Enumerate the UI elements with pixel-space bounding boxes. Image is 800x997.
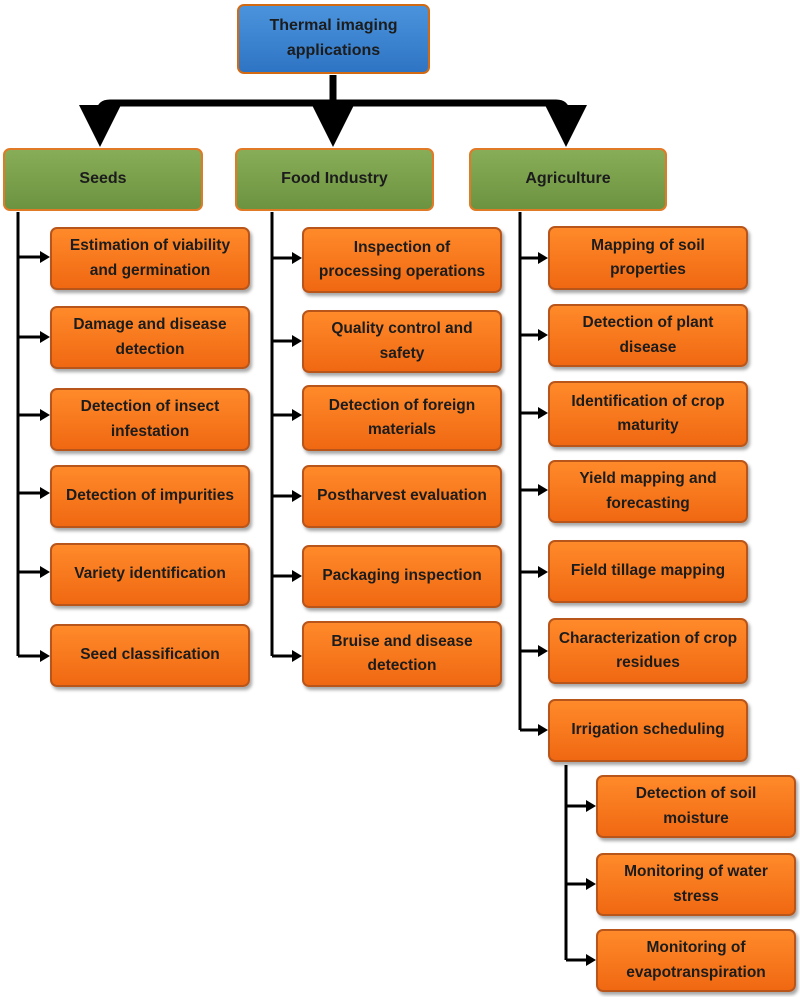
seeds-item-label: Seed classification	[80, 646, 220, 664]
irrigation-subitem-label: Monitoring of evapotranspiration	[626, 939, 766, 981]
irrigation-arrow-head	[586, 878, 596, 890]
food-item: Detection of foreign materials	[302, 385, 502, 451]
irrigation-subitem: Monitoring of evapotranspiration	[596, 929, 796, 992]
category-agriculture: Agriculture	[469, 148, 667, 211]
agriculture-item-label: Yield mapping and forecasting	[579, 470, 717, 512]
food-arrow-head	[292, 490, 302, 502]
food-item: Quality control and safety	[302, 310, 502, 373]
category-food-industry-label: Food Industry	[281, 170, 388, 188]
agriculture-item-label: Irrigation scheduling	[571, 721, 725, 739]
agriculture-arrow-head	[538, 252, 548, 264]
seeds-item-label: Damage and disease detection	[73, 316, 227, 358]
irrigation-subitem: Detection of soil moisture	[596, 775, 796, 838]
category-food-industry: Food Industry	[235, 148, 434, 211]
seeds-item-label: Detection of insect infestation	[80, 398, 220, 440]
food-item-label: Bruise and disease detection	[331, 632, 473, 674]
agriculture-arrow-head	[538, 645, 548, 657]
agriculture-item: Yield mapping and forecasting	[548, 460, 748, 523]
food-item: Inspection of processing operations	[302, 227, 502, 293]
food-item-label: Inspection of processing operations	[318, 238, 486, 280]
agriculture-item-label: Mapping of soil properties	[591, 236, 705, 278]
agriculture-item: Characterization of crop residues	[548, 618, 748, 684]
food-item: Packaging inspection	[302, 545, 502, 608]
seeds-arrow-head	[40, 251, 50, 263]
seeds-item-label: Variety identification	[74, 565, 226, 583]
agriculture-item-label: Characterization of crop residues	[558, 629, 738, 671]
agriculture-item-label: Field tillage mapping	[570, 562, 726, 580]
agriculture-item: Field tillage mapping	[548, 540, 748, 603]
seeds-item-label: Detection of impurities	[66, 487, 234, 505]
agriculture-item-label: Detection of plant disease	[582, 314, 714, 356]
food-arrow-head	[292, 409, 302, 421]
seeds-item: Estimation of viability and germination	[50, 227, 250, 290]
seeds-item: Variety identification	[50, 543, 250, 606]
seeds-item: Damage and disease detection	[50, 306, 250, 369]
food-item: Bruise and disease detection	[302, 621, 502, 687]
food-item: Postharvest evaluation	[302, 465, 502, 528]
food-arrow-head	[292, 335, 302, 347]
irrigation-subitem: Monitoring of water stress	[596, 853, 796, 916]
seeds-arrow-head	[40, 409, 50, 421]
seeds-arrow-head	[40, 566, 50, 578]
irrigation-subitem-label: Monitoring of water stress	[624, 863, 768, 905]
category-seeds-label: Seeds	[79, 170, 127, 188]
irrigation-arrow-head	[586, 954, 596, 966]
agriculture-arrow-head	[538, 407, 548, 419]
seeds-item: Seed classification	[50, 624, 250, 687]
seeds-arrow-head	[40, 331, 50, 343]
food-item-label: Postharvest evaluation	[317, 487, 487, 505]
seeds-item-label: Estimation of viability and germination	[69, 237, 231, 279]
agriculture-item: Mapping of soil properties	[548, 226, 748, 290]
seeds-arrow-head	[40, 487, 50, 499]
agriculture-arrow-head	[538, 724, 548, 736]
irrigation-arrow-head	[586, 800, 596, 812]
food-item-label: Packaging inspection	[322, 567, 482, 585]
food-arrow-head	[292, 650, 302, 662]
root-node-label: Thermal imaging applications	[269, 17, 398, 59]
category-agriculture-label: Agriculture	[525, 170, 611, 188]
agriculture-item-label: Identification of crop maturity	[571, 392, 725, 434]
seeds-item: Detection of impurities	[50, 465, 250, 528]
food-arrow-head	[292, 570, 302, 582]
agriculture-arrow-head	[538, 484, 548, 496]
agriculture-arrow-head	[538, 566, 548, 578]
agriculture-item: Identification of crop maturity	[548, 381, 748, 447]
agriculture-arrow-head	[538, 329, 548, 341]
food-arrow-head	[292, 252, 302, 264]
root-node: Thermal imaging applications	[237, 4, 430, 74]
seeds-arrow-head	[40, 650, 50, 662]
agriculture-item-irrigation: Irrigation scheduling	[548, 699, 748, 762]
food-item-label: Quality control and safety	[331, 320, 473, 362]
food-item-label: Detection of foreign materials	[328, 396, 476, 438]
irrigation-subitem-label: Detection of soil moisture	[635, 785, 757, 827]
agriculture-item: Detection of plant disease	[548, 304, 748, 367]
category-seeds: Seeds	[3, 148, 203, 211]
seeds-item: Detection of insect infestation	[50, 388, 250, 451]
